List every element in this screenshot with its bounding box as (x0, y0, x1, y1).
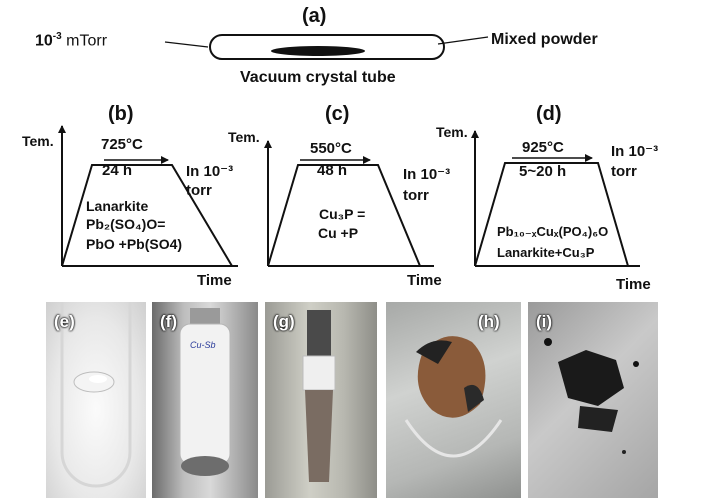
panel-b-reaction-line-3: PbO +Pb(SO4) (86, 236, 183, 252)
black-fragments-image (544, 338, 639, 454)
photo-label-i: (i) (536, 312, 553, 331)
panel-b-pressure-line-1: In 10⁻³ (186, 163, 234, 180)
panel-c-reaction-line-1: Cu₃P = (319, 206, 366, 222)
sample-lump-in-jar-image (404, 336, 503, 458)
photo-label-f: (f) (160, 312, 177, 331)
panel-d-temperature: 925°C (522, 139, 564, 156)
sealed-vial-image (179, 308, 231, 476)
panel-c-graph (264, 140, 434, 267)
vial-label-text: Cu-Sb (190, 340, 216, 350)
panel-d-x-axis-label: Time (616, 276, 651, 293)
photo-label-g: (g) (273, 312, 295, 331)
panel-b-label: (b) (108, 103, 134, 125)
panel-b-x-axis-label: Time (197, 272, 232, 289)
panel-c-pressure-line-2: torr (403, 187, 429, 204)
photo-panel-f: Cu-Sb (f) (152, 302, 258, 498)
pressure-pointer-line (164, 41, 209, 48)
ampoule-image (302, 310, 336, 482)
panel-d-y-axis-label: Tem. (436, 124, 468, 140)
panel-d-pressure-line-1: In 10⁻³ (611, 143, 659, 160)
panel-d-duration: 5~20 h (519, 163, 567, 180)
white-powder-tube-image (60, 302, 132, 488)
photo-panel-h: (h) (386, 302, 521, 498)
panel-c-temperature: 550°C (310, 140, 352, 157)
vacuum-tube-label: Vacuum crystal tube (240, 69, 396, 86)
pressure-base: 10 (35, 32, 53, 50)
mixed-powder-label: Mixed powder (491, 31, 598, 48)
pressure-exponent: -3 (52, 31, 62, 42)
panel-c-pressure-line-1: In 10⁻³ (403, 166, 451, 183)
mixed-powder-shape (271, 46, 365, 56)
panel-b-reaction-line-1: Lanarkite (86, 198, 149, 214)
photo-label-e: (e) (54, 312, 75, 331)
pressure-unit: mTorr (61, 32, 108, 50)
panel-b-reaction-line-2: Pb₂(SO₄)O= (86, 216, 166, 232)
pressure-label: 10-3 mTorr (35, 32, 107, 49)
panel-b-pressure-line-2: torr (186, 182, 212, 199)
panel-c-duration: 48 h (317, 162, 348, 179)
panel-d-reaction-line-1: Pb₁₀₋ₓCuₓ(PO₄)₆O (497, 224, 609, 239)
panel-d-pressure-line-2: torr (611, 163, 637, 180)
panel-c-x-axis-label: Time (407, 272, 442, 289)
photo-panel-i: (i) (528, 302, 658, 498)
photo-label-h: (h) (478, 312, 500, 331)
panel-c-reaction-line-2: Cu +P (318, 225, 359, 241)
photo-panel-e: (e) (46, 302, 146, 498)
photo-panel-g: (g) (265, 302, 377, 498)
panel-c-y-axis-label: Tem. (228, 129, 260, 145)
powder-pointer-line (437, 36, 489, 45)
panel-c-label: (c) (325, 103, 350, 125)
vacuum-tube (209, 34, 445, 60)
panel-b-graph (58, 125, 238, 267)
panel-b-y-axis-label: Tem. (22, 133, 54, 149)
panel-d-reaction-line-2: Lanarkite+Cu₃P (497, 245, 595, 260)
panel-b-duration: 24 h (102, 162, 133, 179)
panel-b-temperature: 725°C (101, 136, 143, 153)
panel-d-label: (d) (536, 103, 562, 125)
synthesis-diagram (58, 34, 640, 267)
panel-a-label: (a) (302, 5, 327, 27)
panel-d-graph (471, 130, 640, 267)
